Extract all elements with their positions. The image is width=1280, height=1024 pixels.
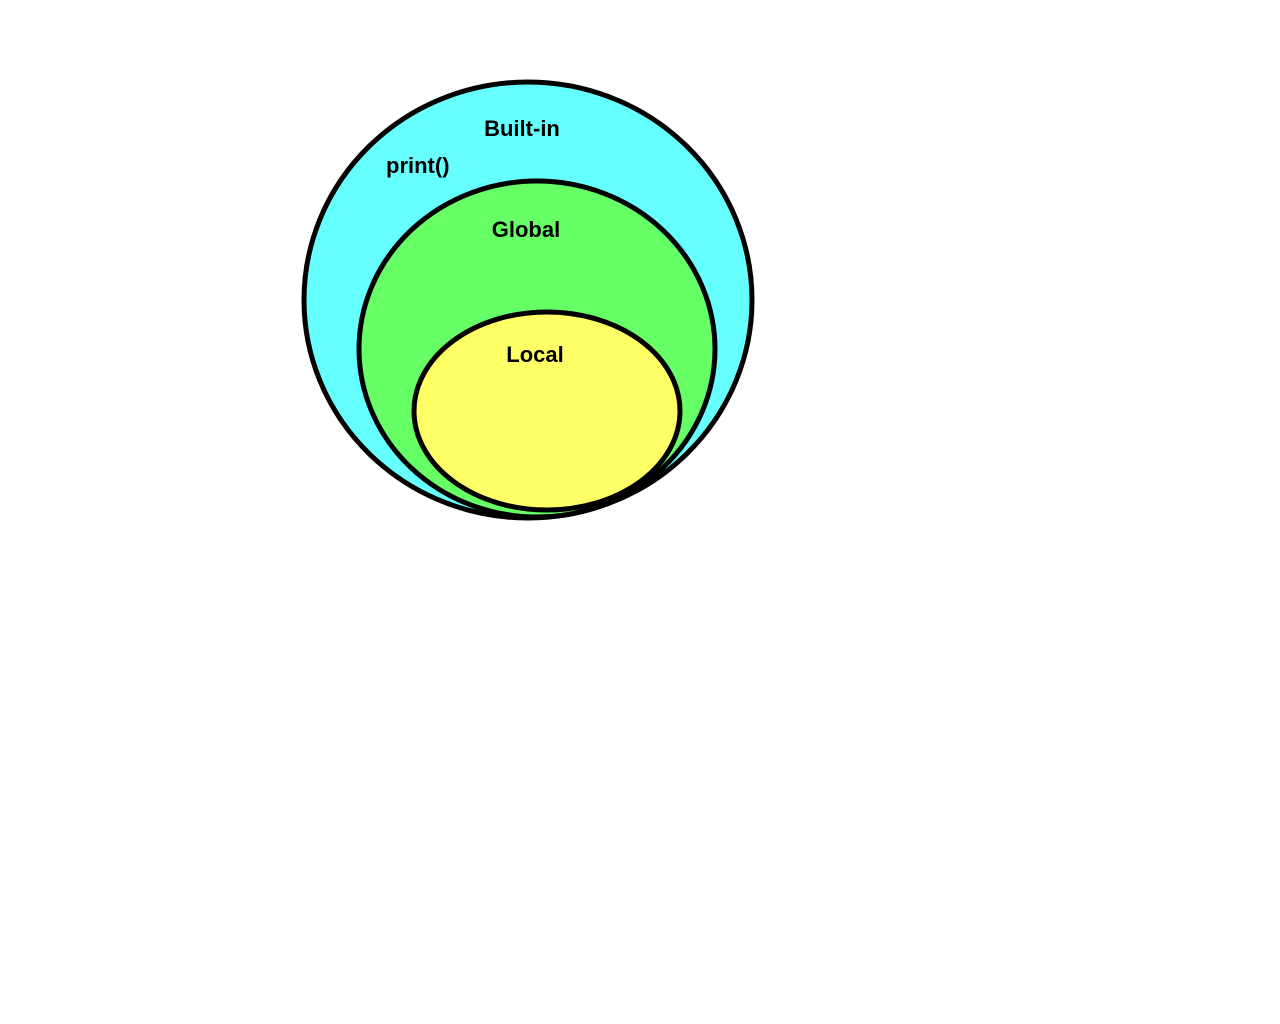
local-scope-ellipse	[411, 309, 683, 513]
builtin-scope-label: Built-in	[484, 116, 560, 141]
builtin-member-label: print()	[386, 153, 450, 178]
local-scope-label: Local	[506, 342, 563, 367]
global-scope-label: Global	[492, 217, 560, 242]
